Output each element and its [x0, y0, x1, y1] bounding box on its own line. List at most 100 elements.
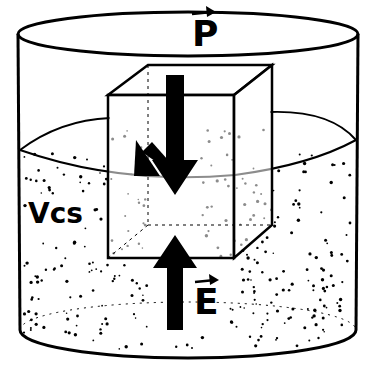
liquid-dot: [273, 225, 276, 228]
liquid-dot: [142, 299, 145, 302]
liquid-dot: [114, 275, 116, 277]
liquid-dot: [331, 254, 333, 256]
volume-label: Vcs: [28, 200, 83, 228]
liquid-dot: [312, 284, 315, 287]
liquid-dot: [241, 291, 244, 294]
liquid-dot: [249, 336, 251, 338]
liquid-dot: [201, 336, 204, 339]
liquid-dot: [86, 158, 88, 160]
liquid-dot: [240, 306, 242, 308]
liquid-dot: [101, 305, 103, 307]
liquid-dot: [23, 312, 26, 315]
liquid-dot: [27, 310, 30, 313]
liquid-dot: [42, 326, 45, 329]
liquid-dot: [230, 320, 233, 323]
liquid-dot: [326, 286, 329, 289]
liquid-dot: [30, 329, 32, 331]
cube-hidden-edge: [108, 225, 148, 258]
liquid-dot: [73, 242, 76, 245]
liquid-dot: [113, 278, 115, 280]
liquid-dot: [23, 204, 26, 207]
liquid-dot: [60, 264, 63, 267]
liquid-dot: [43, 179, 46, 182]
liquid-dot: [25, 177, 28, 180]
liquid-dot: [308, 339, 310, 341]
liquid-dot: [92, 289, 95, 292]
liquid-dot: [277, 169, 280, 172]
liquid-dot: [326, 242, 328, 244]
liquid-dot: [92, 262, 94, 264]
liquid-dot: [35, 323, 38, 326]
liquid-dot: [290, 231, 293, 234]
liquid-dot: [257, 339, 260, 342]
liquid-dot: [299, 154, 301, 156]
liquid-dot: [275, 339, 277, 341]
liquid-dot: [341, 324, 344, 327]
liquid-dot: [24, 156, 26, 158]
liquid-dot: [131, 279, 134, 282]
liquid-dot: [339, 298, 342, 301]
liquid-dot: [266, 313, 268, 315]
liquid-dot: [232, 309, 234, 311]
liquid-dot: [322, 287, 325, 290]
liquid-dot: [282, 288, 285, 291]
cube-side: [234, 65, 272, 258]
liquid-dot: [315, 323, 318, 326]
liquid-dot: [231, 321, 234, 324]
liquid-dot: [254, 344, 257, 347]
liquid-dot: [30, 179, 32, 181]
liquid-dot: [296, 344, 299, 347]
liquid-dot: [342, 162, 345, 165]
liquid-dot: [125, 345, 128, 348]
liquid-dot: [135, 317, 137, 319]
liquid-dot: [82, 190, 85, 193]
liquid-dot: [288, 289, 291, 292]
liquid-dot: [302, 170, 305, 173]
liquid-dot: [266, 319, 268, 321]
liquid-dot: [270, 301, 272, 303]
liquid-dot: [275, 277, 278, 280]
liquid-dot: [336, 302, 338, 304]
liquid-dot: [241, 268, 244, 271]
liquid-dot: [292, 203, 295, 206]
liquid-dot: [275, 293, 278, 296]
liquid-dot: [331, 163, 334, 166]
liquid-dot: [274, 221, 276, 223]
liquid-dot: [123, 264, 125, 266]
liquid-dot: [311, 316, 313, 318]
liquid-dot: [330, 274, 333, 277]
liquid-dot: [323, 331, 325, 333]
liquid-dot: [106, 322, 109, 325]
liquid-dot: [23, 332, 25, 334]
liquid-dot: [308, 252, 311, 255]
liquid-dot: [303, 326, 306, 329]
liquid-dot: [53, 268, 55, 270]
liquid-dot: [252, 312, 254, 314]
liquid-dot: [243, 307, 245, 309]
liquid-dot: [291, 283, 294, 286]
liquid-dot: [88, 182, 90, 184]
liquid-dot: [112, 280, 114, 282]
liquid-dot: [136, 282, 138, 284]
liquid-dot: [131, 294, 134, 297]
liquid-dot: [51, 152, 54, 155]
liquid-dot: [341, 281, 343, 283]
liquid-dot: [74, 333, 77, 336]
liquid-dot: [338, 309, 341, 312]
liquid-dot: [104, 317, 107, 320]
liquid-dot: [297, 219, 300, 222]
liquid-dot: [330, 251, 333, 254]
liquid-dot: [175, 346, 177, 348]
liquid-dot: [349, 222, 352, 225]
liquid-dot: [65, 280, 68, 283]
liquid-dot: [261, 241, 264, 244]
liquid-dot: [322, 329, 324, 331]
weight-arrow: [152, 75, 198, 195]
liquid-dot: [254, 299, 256, 301]
liquid-dot: [99, 172, 101, 174]
liquid-dot: [306, 268, 309, 271]
liquid-dot: [299, 207, 301, 209]
liquid-dot: [119, 275, 121, 277]
liquid-dot: [343, 196, 346, 199]
